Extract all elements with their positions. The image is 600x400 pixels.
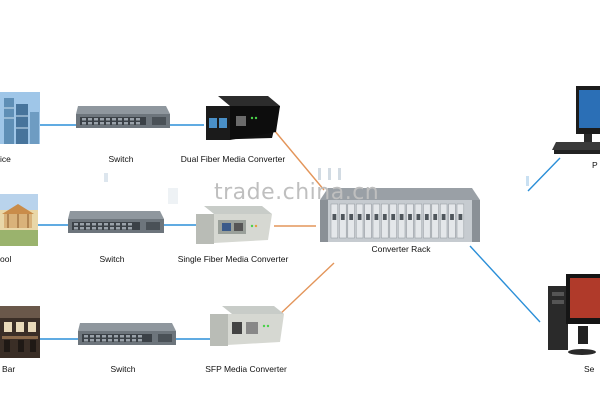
- rack-card: [431, 203, 439, 239]
- rack-card-port: [408, 214, 412, 220]
- rack-card-port: [416, 214, 421, 220]
- bar-label: Bar: [2, 364, 16, 374]
- switch2-label: Switch: [99, 254, 125, 264]
- switch1-label: Switch: [108, 154, 134, 164]
- switch-1: [76, 106, 170, 128]
- rack-card-port: [391, 214, 396, 220]
- bar-interior-image: [0, 306, 40, 358]
- rack-card: [389, 203, 397, 239]
- rack-card-port: [458, 214, 463, 220]
- pc-label: P: [592, 160, 598, 170]
- rack-card-port: [340, 214, 345, 220]
- dual-fiber-converter-label: Dual Fiber Media Converter: [180, 154, 286, 164]
- converter-rack: [320, 188, 480, 242]
- rack-slots: [330, 203, 465, 239]
- rack-card-port: [382, 214, 387, 220]
- school-building-image: [0, 194, 38, 246]
- pc-computer: [552, 86, 600, 154]
- single-fiber-media-converter: [196, 206, 272, 244]
- rack-card-port: [349, 214, 354, 220]
- server-label: Se: [584, 364, 595, 374]
- rack-card: [372, 203, 381, 239]
- rack-card: [355, 203, 364, 239]
- rack-card: [414, 203, 423, 239]
- rack-card: [339, 203, 347, 239]
- rack-card: [439, 203, 448, 239]
- rack-card-port: [374, 214, 379, 220]
- server-computer: [548, 274, 600, 355]
- rack-card: [448, 203, 456, 239]
- rack-card: [423, 203, 431, 239]
- single-fiber-converter-label: Single Fiber Media Converter: [177, 254, 289, 264]
- rack-card-port: [433, 214, 438, 220]
- fiber-conv3-rack: [277, 262, 335, 317]
- decorative-marks: [104, 168, 529, 204]
- rack-card: [397, 203, 406, 239]
- dual-fiber-media-converter: [206, 96, 280, 140]
- rack-card: [456, 203, 465, 239]
- office-label: ice: [0, 154, 11, 164]
- switch3-label: Switch: [110, 364, 136, 374]
- link-rack-server: [469, 245, 541, 323]
- office-building-image: [0, 92, 40, 144]
- sfp-media-converter: [210, 306, 284, 346]
- rack-card: [364, 203, 372, 239]
- switch-2: [68, 211, 164, 233]
- ethernet-links: [38, 124, 561, 340]
- rack-card: [381, 203, 389, 239]
- rack-card-port: [424, 214, 429, 220]
- rack-card-port: [399, 214, 404, 220]
- rack-card-port: [366, 214, 370, 220]
- rack-card: [347, 203, 355, 239]
- switch-3: [78, 323, 176, 345]
- watermark-text: trade.china.cn: [214, 180, 380, 205]
- sfp-converter-label: SFP Media Converter: [205, 364, 287, 374]
- rack-card-port: [441, 214, 446, 220]
- link-rack-pc: [527, 157, 561, 192]
- fiber-conv1-rack: [273, 129, 325, 191]
- rack-card: [330, 203, 339, 239]
- rack-card-port: [332, 214, 337, 220]
- rack-card-port: [357, 214, 362, 220]
- fiber-links: [273, 129, 335, 317]
- school-label: ool: [0, 254, 12, 264]
- rack-card-port: [450, 214, 454, 220]
- converter-rack-label: Converter Rack: [371, 244, 431, 254]
- rack-card: [406, 203, 414, 239]
